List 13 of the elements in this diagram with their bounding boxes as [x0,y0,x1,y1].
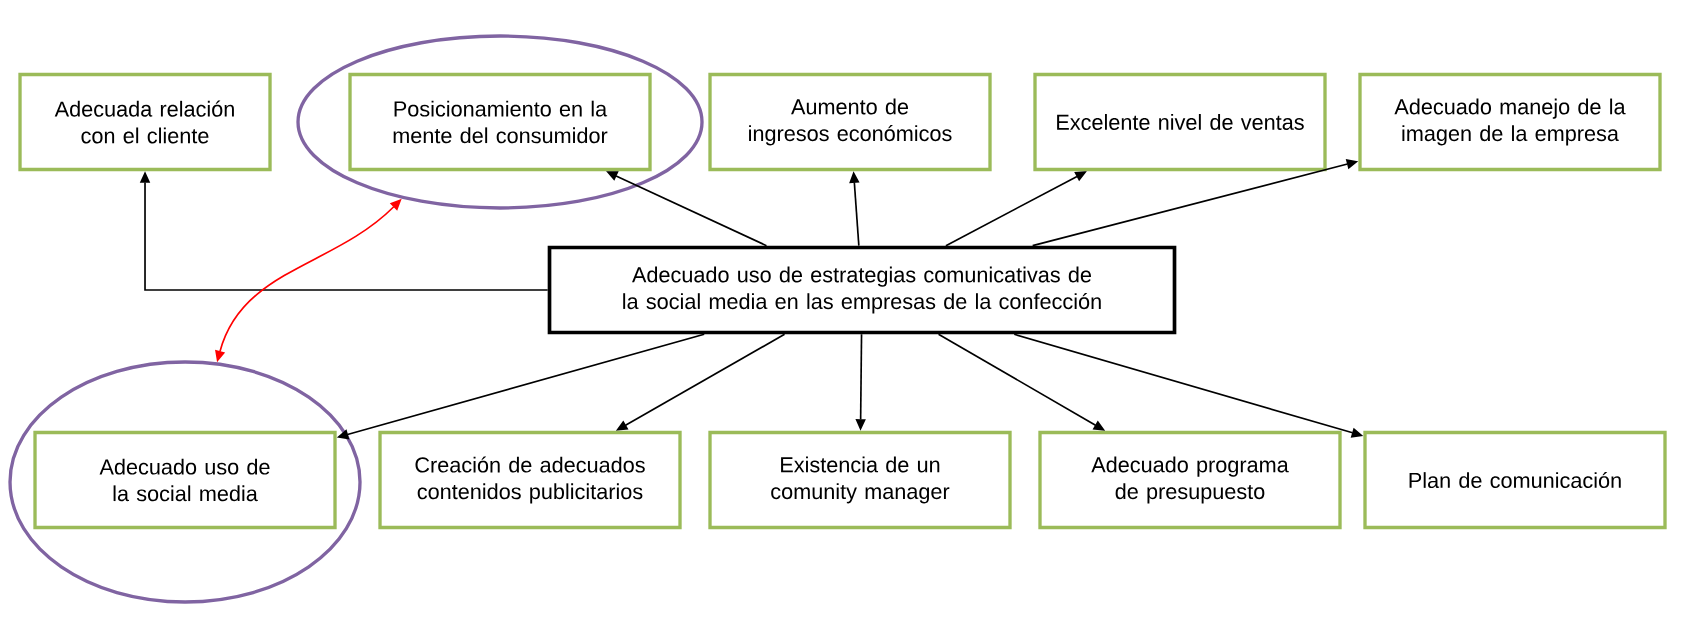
highlight-ellipse [8,360,362,604]
effect-box: Posicionamiento en la mente del consumidor [348,72,652,172]
effect-box: Adecuado manejo de la imagen de la empresa [1358,72,1662,172]
highlight-ellipse [296,34,704,210]
effect-box: Adecuado uso de la social media [33,430,337,530]
effect-box: Excelente nivel de ventas [1033,72,1327,172]
effect-box: Existencia de un comunity manager [708,430,1012,530]
effect-box: Aumento de ingresos económicos [708,72,992,172]
central-box: Adecuado uso de estrategias comunicativas de la social media en las empresas de la confección [547,245,1177,335]
effect-box: Plan de comunicación [1363,430,1667,530]
effect-box: Adecuada relación con el cliente [18,72,272,172]
effect-box: Creación de adecuados contenidos publicitarios [378,430,682,530]
effect-box: Adecuado programa de presupuesto [1038,430,1342,530]
